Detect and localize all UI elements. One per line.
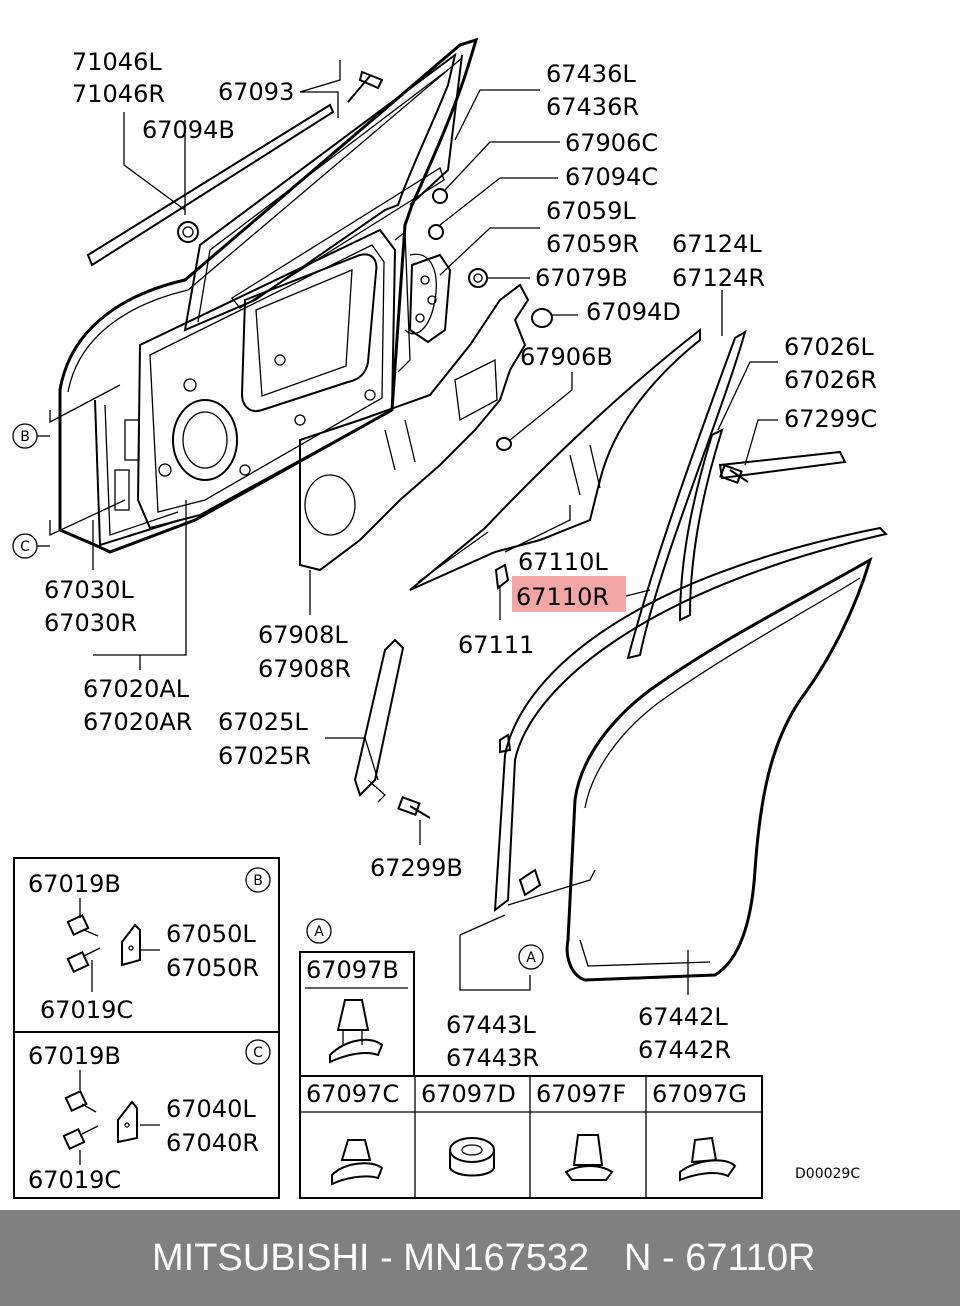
label-67299b: 67299B (370, 854, 463, 882)
nut-67906c-icon (432, 188, 448, 204)
screw-67093-icon (347, 70, 384, 103)
reference-number: N - 67110R (624, 1237, 816, 1279)
svg-text:A: A (314, 924, 324, 940)
label-67059l: 67059L (546, 197, 636, 225)
inset-b-label-67019c: 67019C (40, 996, 133, 1024)
inset-b-label-67050r: 67050R (166, 954, 259, 982)
label-67026r: 67026R (784, 366, 877, 394)
svg-text:B: B (253, 873, 263, 889)
inset-a-label-67097d: 67097D (421, 1080, 516, 1108)
inset-b-label-67050l: 67050L (166, 920, 256, 948)
highlight-box (512, 576, 626, 612)
bracket-icon (121, 923, 141, 967)
clip-67097g-icon (679, 1136, 737, 1182)
inset-a: A 67097B 67097C 67097D 67097F 67097G (299, 918, 763, 1199)
label-67124r: 67124R (672, 264, 765, 292)
bolt-icon (66, 913, 101, 974)
clip-67111-icon (494, 563, 510, 590)
label-67020ar: 67020AR (83, 708, 192, 736)
callout-b: B (12, 423, 50, 449)
inset-c: C 67019B 67040L 67040R 67019C (13, 1031, 280, 1199)
label-67908l: 67908L (258, 621, 348, 649)
rear-sash-67124 (626, 329, 747, 660)
inset-a-label-67097b: 67097B (306, 956, 399, 984)
clip-67097b-icon (329, 999, 384, 1064)
brand-part-number: MITSUBISHI - MN167532 (152, 1237, 590, 1279)
grommet-67094d-icon (531, 308, 553, 328)
label-67124l: 67124L (672, 230, 762, 258)
door-lock-67059 (408, 253, 452, 344)
inset-c-label-67040r: 67040R (166, 1129, 259, 1157)
inset-a-label-67097c: 67097C (306, 1080, 399, 1108)
label-67443r: 67443R (446, 1044, 539, 1072)
channel-67026 (678, 428, 724, 622)
label-67020al: 67020AL (83, 675, 190, 703)
inset-c-label-67019c: 67019C (28, 1166, 121, 1194)
inset-c-label-67019b: 67019B (28, 1042, 121, 1070)
inset-a-label-67097g: 67097G (652, 1080, 747, 1108)
door-glass-67110 (409, 327, 701, 591)
leader-lines (49, 60, 778, 995)
callout-a: A (518, 944, 544, 970)
inset-b-label-67019b: 67019B (28, 870, 121, 898)
label-67436r: 67436R (546, 93, 639, 121)
label-71046r: 71046R (72, 80, 165, 108)
glass-run-67436 (409, 54, 463, 206)
bolt-67299c-icon (719, 464, 749, 484)
weatherstrip-67443 (493, 526, 888, 913)
inset-a-label-67097f: 67097F (536, 1080, 626, 1108)
label-67079b: 67079B (535, 264, 628, 292)
bolt-icon (62, 1089, 99, 1151)
label-67030l: 67030L (44, 576, 134, 604)
clip-67079b-icon (468, 268, 488, 288)
drawing-code: D00029C (795, 1166, 860, 1182)
inset-b: B 67019B 67050L 67050R 67019C (13, 857, 280, 1033)
label-67110r: 67110R (516, 583, 609, 611)
label-67094d: 67094D (586, 298, 681, 326)
bolt-67299b-icon (397, 796, 431, 819)
part-labels: 71046L 71046R 67093 67094B 67436L 67436R… (44, 48, 877, 1072)
door-panel-67020a (58, 37, 479, 554)
label-67094c: 67094C (565, 163, 658, 191)
clip-67097f-icon (564, 1134, 614, 1181)
svg-text:B: B (20, 429, 30, 445)
label-67094b: 67094B (142, 116, 235, 144)
label-67442r: 67442R (638, 1036, 731, 1064)
nut-67906b-icon (496, 437, 512, 451)
label-67906c: 67906C (565, 129, 658, 157)
inset-c-label-67040l: 67040L (166, 1095, 256, 1123)
label-67908r: 67908R (258, 655, 351, 683)
svg-text:A: A (526, 950, 536, 966)
bracket-icon (117, 1100, 138, 1144)
svg-text:C: C (253, 1045, 263, 1061)
waterproof-sheet-67908 (299, 283, 530, 572)
label-67110l: 67110L (518, 548, 608, 576)
label-67025l: 67025L (218, 708, 308, 736)
weatherstrip-71046 (86, 103, 335, 267)
footer-bar: MITSUBISHI - MN167532 N - 67110R (0, 1210, 960, 1306)
label-71046l: 71046L (72, 48, 162, 76)
label-67059r: 67059R (546, 230, 639, 258)
label-67906b: 67906B (520, 343, 613, 371)
callout-c: C (12, 533, 50, 559)
clip-67097c-icon (331, 1139, 384, 1186)
label-67026l: 67026L (784, 333, 874, 361)
belt-strip (718, 450, 847, 480)
label-67093: 67093 (218, 78, 294, 106)
sash-67025 (353, 638, 405, 803)
clip-67097d-icon (449, 1137, 495, 1177)
grommet-67094b-icon (177, 221, 199, 243)
label-67443l: 67443L (446, 1011, 536, 1039)
parts-diagram: 71046L 71046R 67093 67094B 67436L 67436R… (12, 37, 888, 1199)
weatherstrip-67442 (565, 556, 873, 982)
grommet-67094c-icon (428, 224, 444, 240)
label-67299c: 67299C (784, 405, 877, 433)
svg-text:C: C (20, 539, 30, 555)
label-67442l: 67442L (638, 1003, 728, 1031)
label-67436l: 67436L (546, 60, 636, 88)
label-67030r: 67030R (44, 609, 137, 637)
label-67025r: 67025R (218, 742, 311, 770)
label-67111: 67111 (458, 631, 534, 659)
